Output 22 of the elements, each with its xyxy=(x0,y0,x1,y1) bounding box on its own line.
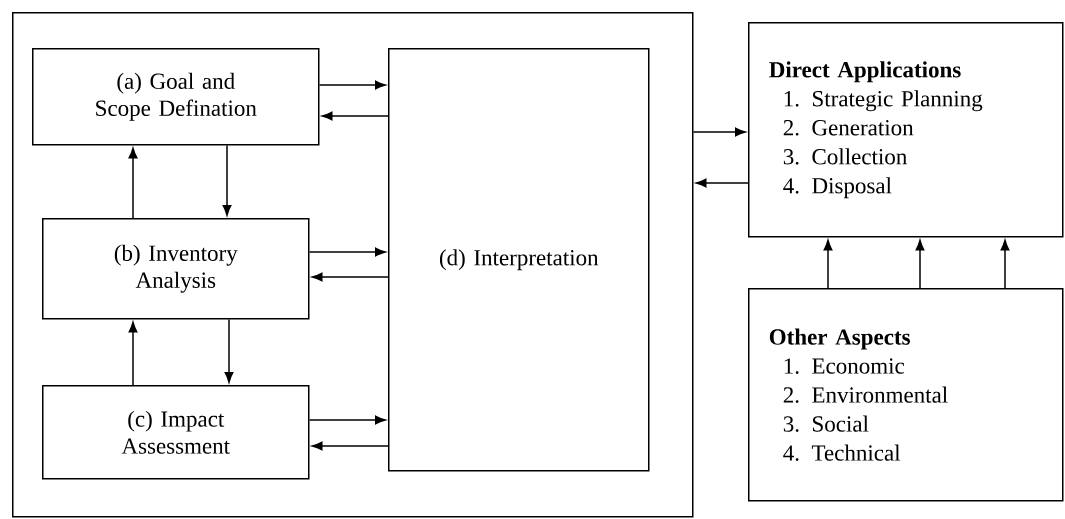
process-box: (d) Interpretation xyxy=(388,48,650,472)
process-box: (a) Goal and Scope Defination xyxy=(32,48,320,146)
arrow xyxy=(308,247,386,257)
process-box: (b) Inventory Analysis xyxy=(42,218,310,320)
arrow xyxy=(308,415,386,425)
arrow xyxy=(695,178,749,188)
arrow xyxy=(823,239,833,289)
arrow xyxy=(311,272,389,282)
arrow xyxy=(318,80,386,90)
arrow xyxy=(1000,239,1010,289)
arrow xyxy=(915,239,925,289)
arrow xyxy=(321,111,389,121)
arrow xyxy=(222,144,232,216)
frame-box xyxy=(12,12,694,518)
process-box: (c) Impact Assessment xyxy=(42,385,310,480)
arrow xyxy=(224,318,234,383)
arrow xyxy=(692,127,746,137)
list-box: Direct Applications 1. Strategic Planning 2. Generation 3. Collection 4. Disposal xyxy=(748,22,1064,238)
arrow xyxy=(311,441,389,451)
arrow xyxy=(128,147,138,219)
list-box: Other Aspects 1. Economic 2. Environmental 3. Social 4. Technical xyxy=(748,288,1064,502)
arrow xyxy=(128,321,138,386)
